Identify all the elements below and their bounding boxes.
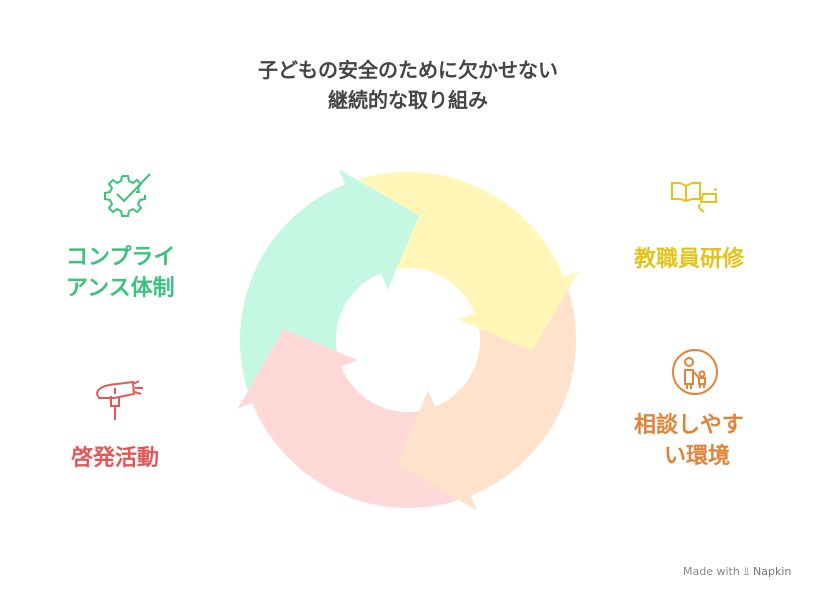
label-line: アンス体制 [66, 276, 175, 301]
footer-branding[interactable]: Made with ⫫ Napkin [683, 565, 791, 579]
book-speech-icon [671, 182, 718, 213]
label-awareness: 啓発活動 [71, 443, 159, 474]
segment-compliance-body [239, 183, 383, 390]
label-line: い環境 [664, 444, 731, 469]
carrot-icon [95, 380, 143, 420]
segment-awareness-body [251, 365, 458, 509]
label-compliance: コンプライ アンス体制 [66, 242, 175, 304]
segment-compliance-arrowhead [339, 169, 419, 290]
title-line-2: 継続的な取り組み [328, 88, 488, 112]
gear-check-icon [104, 173, 151, 217]
label-line: コンプライ [66, 245, 176, 270]
segment-consultation-arrowhead [397, 390, 477, 511]
napkin-brand: Napkin [753, 565, 792, 578]
label-line: 啓発活動 [71, 446, 160, 471]
label-line: 相談しやす [634, 413, 744, 438]
segment-staff-training-arrowhead [458, 271, 579, 351]
napkin-logo-icon: ⫫ [743, 565, 750, 578]
label-line: 教職員研修 [634, 247, 745, 272]
segment-staff-training-body [358, 171, 565, 315]
segment-awareness-arrowhead [237, 329, 358, 409]
label-staff-training: 教職員研修 [634, 244, 744, 275]
label-consultation-environment: 相談しやす い環境 [634, 410, 744, 472]
segment-consultation-body [433, 290, 577, 497]
parent-child-icon [672, 349, 718, 395]
made-with-text: Made with [683, 565, 740, 578]
title-line-1: 子どもの安全のために欠かせない [258, 58, 558, 82]
